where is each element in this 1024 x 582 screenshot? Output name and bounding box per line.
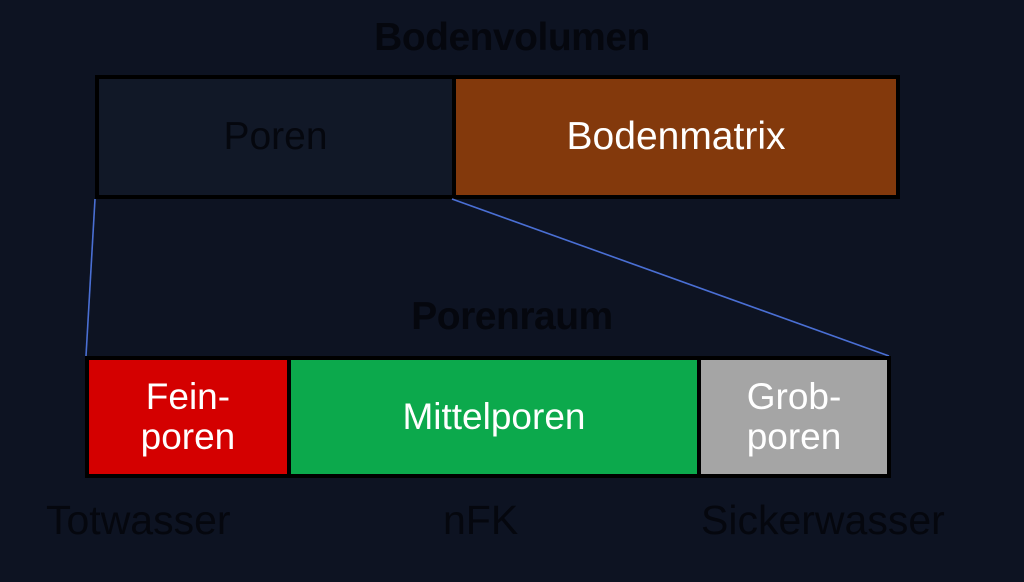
pore-space-bar: Fein- poren Mittelporen Grob- poren <box>85 356 891 478</box>
caption-nfk: nFK <box>443 497 519 543</box>
segment-feinporen[interactable]: Fein- poren <box>89 360 287 474</box>
caption-sickerwasser: Sickerwasser <box>701 497 945 543</box>
segment-mittelporen[interactable]: Mittelporen <box>286 360 702 474</box>
segment-poren[interactable]: Poren <box>99 79 453 195</box>
segment-grobporen[interactable]: Grob- poren <box>701 360 887 474</box>
bottom-diagram-title: Porenraum <box>411 295 613 338</box>
segment-bodenmatrix[interactable]: Bodenmatrix <box>452 79 896 195</box>
caption-totwasser: Totwasser <box>46 497 231 543</box>
top-diagram-title: Bodenvolumen <box>374 16 650 59</box>
soil-volume-bar: Poren Bodenmatrix <box>95 75 900 199</box>
